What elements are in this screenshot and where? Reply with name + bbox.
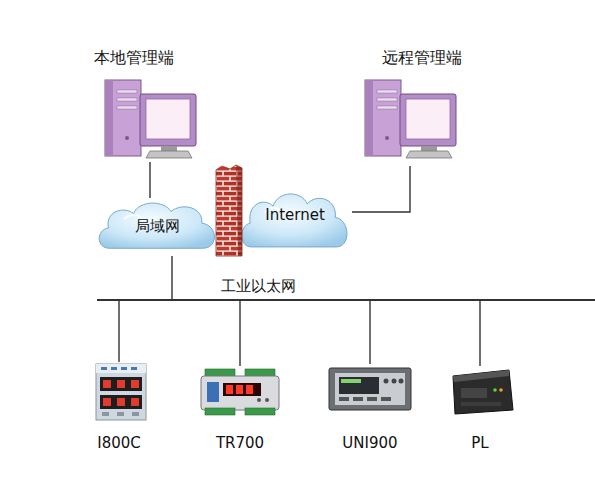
illustration-part	[100, 377, 142, 391]
illustration-part	[146, 99, 190, 139]
illustration-part	[499, 388, 503, 392]
node-label: Internet	[265, 206, 325, 224]
illustration-part	[339, 377, 379, 394]
illustration-part	[102, 412, 109, 416]
illustration-part	[101, 367, 107, 370]
illustration-part	[103, 380, 111, 388]
illustration-part	[146, 151, 192, 158]
node-label: 本地管理端	[94, 48, 174, 69]
node-label: 局域网	[135, 217, 180, 236]
illustration-part	[96, 364, 146, 420]
node-illustration	[325, 364, 415, 416]
illustration-part	[117, 380, 125, 388]
network-link	[220, 225, 238, 226]
illustration-part	[161, 146, 177, 151]
node-illustration	[195, 366, 285, 418]
node-label: UNI900	[325, 434, 415, 452]
illustration-part	[381, 397, 391, 401]
illustration-part	[265, 398, 269, 402]
network-link	[239, 301, 240, 366]
illustration-part	[205, 408, 235, 415]
illustration-part	[377, 106, 397, 109]
illustration-part	[392, 379, 397, 384]
network-link	[118, 301, 119, 362]
network-link	[171, 256, 172, 299]
illustration-part	[367, 397, 377, 401]
network-link	[352, 166, 410, 212]
illustration-part	[341, 379, 361, 383]
node-label: PL	[445, 434, 515, 452]
illustration-part	[377, 90, 397, 93]
illustration-part	[121, 367, 127, 370]
node-label: I800C	[88, 434, 150, 452]
device-node: I800C	[88, 362, 150, 452]
illustration-part	[226, 385, 233, 394]
illustration-part	[117, 106, 137, 109]
illustration-part	[105, 80, 141, 156]
node-label: 工业以太网	[221, 277, 296, 296]
illustration-part	[125, 136, 129, 140]
illustration-part	[207, 382, 219, 402]
illustration-part	[365, 80, 401, 156]
illustration-part	[335, 373, 405, 405]
illustration-part	[453, 370, 509, 382]
illustration-part	[461, 388, 487, 398]
illustration-part	[242, 194, 347, 247]
illustration-part	[493, 388, 497, 392]
illustration-part	[223, 383, 261, 396]
illustration-part	[111, 367, 117, 370]
illustration-part	[399, 379, 404, 384]
illustration-part	[385, 136, 389, 140]
illustration-part	[329, 368, 411, 410]
illustration-part	[453, 370, 513, 414]
illustration-part	[117, 412, 124, 416]
illustration-part	[406, 151, 452, 158]
illustration-part	[117, 90, 137, 93]
illustration-part	[100, 395, 142, 409]
device-node: TR700	[195, 366, 285, 452]
illustration-part	[257, 398, 261, 402]
illustration-part	[246, 385, 253, 394]
illustration-part	[131, 380, 139, 388]
illustration-part	[384, 379, 389, 384]
illustration-part	[377, 98, 397, 101]
illustration-part	[132, 412, 139, 416]
illustration-part	[99, 203, 214, 248]
illustration-part	[105, 80, 113, 156]
computer-node: 远程管理端	[352, 48, 472, 166]
node-label: TR700	[195, 434, 285, 452]
network-cloud: Internet	[238, 188, 352, 256]
illustration-part	[406, 99, 450, 139]
illustration-part	[353, 397, 363, 401]
illustration-part	[421, 146, 437, 151]
node-illustration	[88, 362, 150, 424]
illustration-part	[201, 376, 279, 410]
illustration-part	[245, 408, 275, 415]
illustration-part	[117, 98, 137, 101]
illustration-part	[236, 385, 243, 394]
firewall-wall	[216, 165, 242, 256]
computer-node: 本地管理端	[92, 48, 204, 162]
device-node: UNI900	[325, 364, 415, 452]
illustration-part	[365, 80, 373, 156]
illustration-part	[103, 398, 111, 406]
node-illustration	[445, 366, 515, 418]
device-node: PL	[445, 366, 515, 452]
ethernet-bus: 工业以太网	[97, 299, 595, 301]
node-label: 远程管理端	[382, 48, 462, 69]
illustration-part	[96, 364, 146, 373]
network-link	[369, 301, 370, 364]
network-link	[479, 301, 480, 366]
illustration-part	[117, 398, 125, 406]
illustration-part	[339, 397, 349, 401]
illustration-part	[400, 94, 456, 146]
illustration-part	[461, 402, 501, 406]
firewall-shade	[236, 165, 242, 256]
illustration-part	[131, 398, 139, 406]
illustration-part	[131, 367, 137, 370]
network-link	[149, 162, 150, 198]
illustration-part	[140, 94, 196, 146]
network-cloud: 局域网	[95, 198, 220, 256]
